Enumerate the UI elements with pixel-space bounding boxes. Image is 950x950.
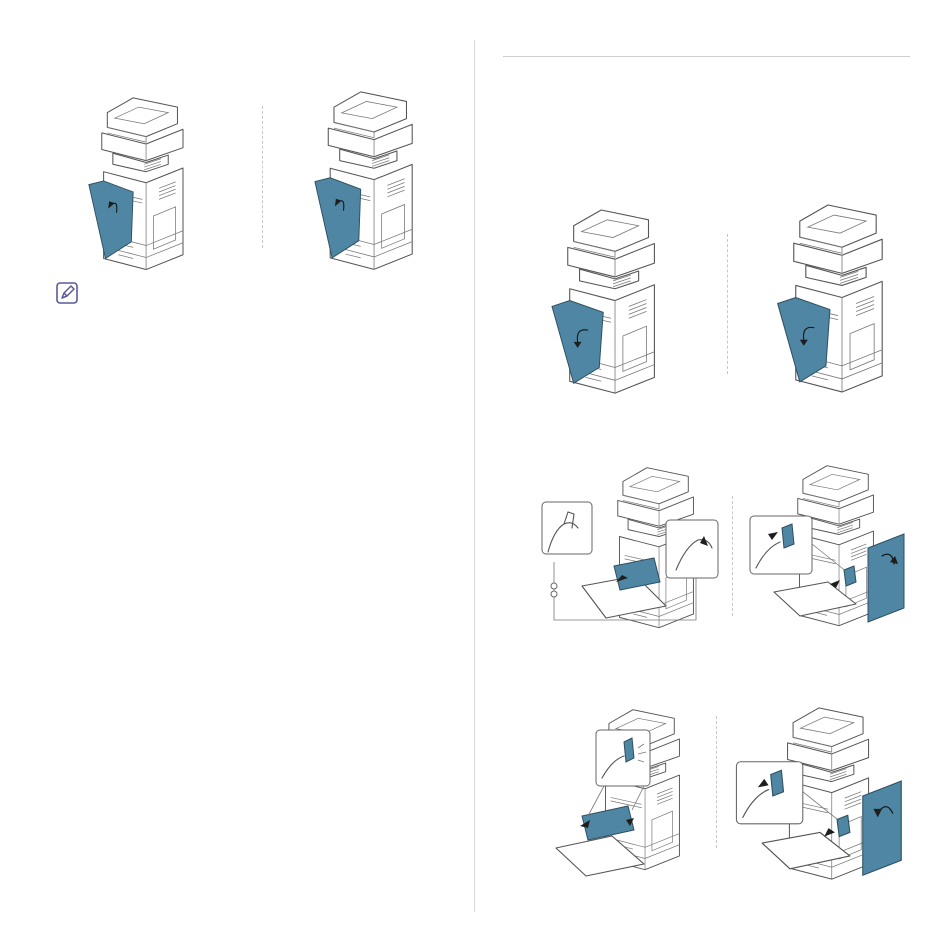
figure-divider — [716, 716, 717, 848]
figure-divider — [262, 106, 263, 248]
column-divider — [474, 40, 475, 912]
printer-side-door-close — [730, 706, 912, 886]
note-pencil-icon — [55, 281, 79, 305]
figure-divider — [727, 234, 728, 374]
figure-divider — [732, 496, 733, 616]
printer-front-door-open-b — [768, 203, 918, 399]
section-rule — [503, 56, 910, 57]
printer-front-door-close-b — [300, 90, 450, 276]
printer-side-door-open — [744, 464, 914, 632]
printer-waste-toner-insert — [552, 708, 702, 884]
printer-front-door-open-a — [540, 208, 692, 400]
printer-front-door-close-a — [72, 96, 222, 276]
printer-waste-toner-remove — [536, 466, 726, 634]
